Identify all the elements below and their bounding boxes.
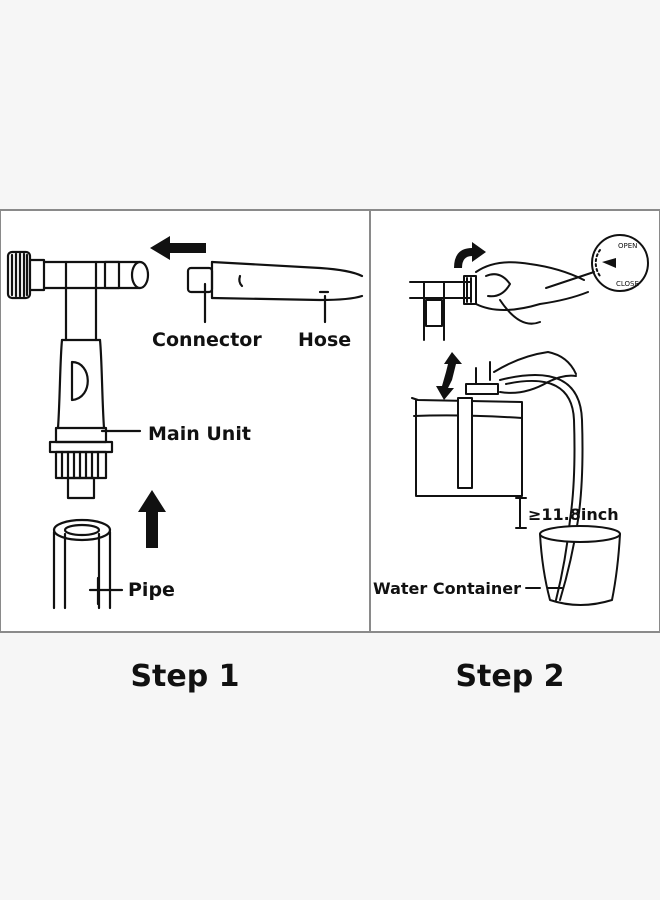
- water-container-icon: [525, 525, 621, 606]
- open-close-knob-icon: [591, 234, 649, 292]
- step2-panel: [409, 234, 649, 606]
- rotate-arrow-icon: [454, 242, 486, 268]
- pipe-label: Pipe: [128, 579, 175, 601]
- knob-close-label: CLOSE: [616, 280, 639, 288]
- step1-panel: [6, 236, 364, 610]
- connector-label: Connector: [152, 329, 262, 351]
- main-unit-body: [42, 260, 150, 500]
- valve-unit-icon: [409, 275, 477, 341]
- height-label: ≥11.8inch: [528, 505, 619, 524]
- up-down-arrow-icon: [436, 352, 462, 400]
- hose-label: Hose: [298, 329, 351, 351]
- water-container-label: Water Container: [373, 579, 521, 598]
- step1-caption: Step 1: [130, 659, 239, 694]
- height-indicator: [515, 497, 527, 529]
- step2-caption: Step 2: [455, 659, 564, 694]
- arrow-left-icon: [150, 236, 206, 260]
- arrow-up-icon: [138, 490, 166, 548]
- hand-icon: [475, 261, 589, 325]
- knob-open-label: OPEN: [618, 242, 637, 250]
- main-unit-label: Main Unit: [148, 423, 251, 445]
- knob-leader: [545, 271, 595, 289]
- drain-hose: [499, 374, 584, 601]
- hand-holding-pipe-icon: [457, 351, 577, 489]
- pipe-icon: [52, 518, 112, 610]
- knurled-knob-icon: [6, 250, 46, 300]
